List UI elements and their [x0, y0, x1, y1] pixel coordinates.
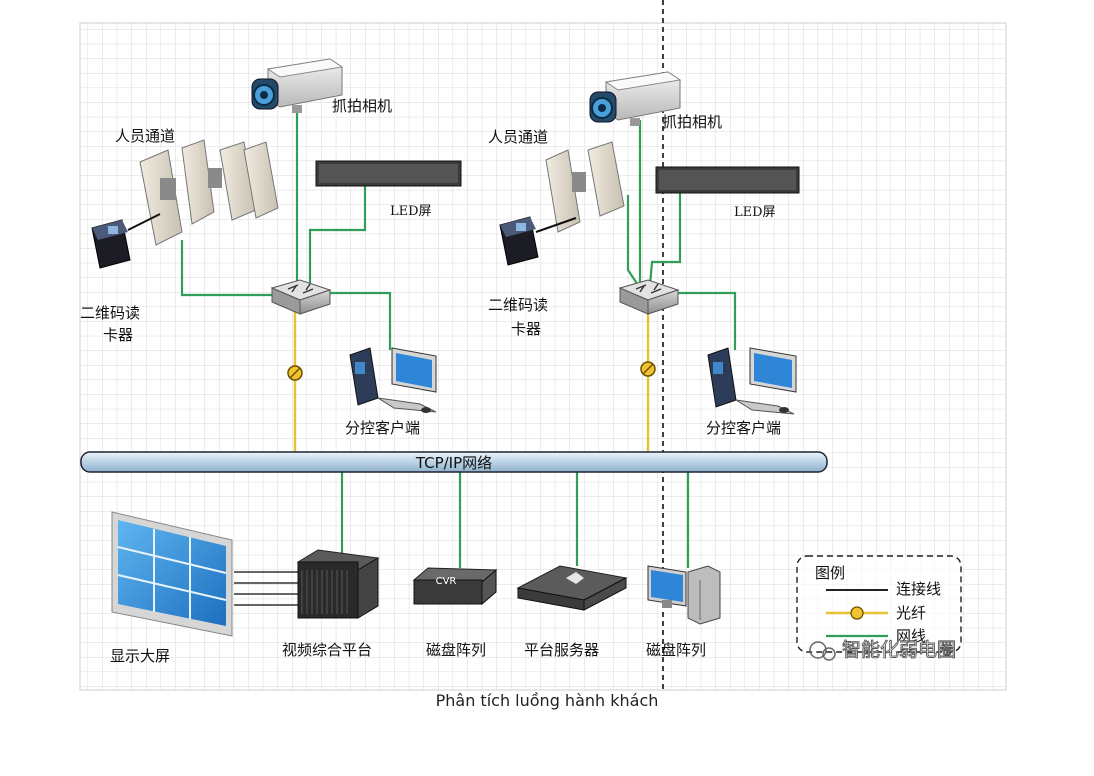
wechat-icon	[809, 641, 827, 659]
led-label: LED屏	[390, 204, 432, 219]
legend-fiber-label: 光纤	[896, 604, 926, 622]
watermark: 智能化弱电圈	[809, 639, 956, 661]
camera-label: 抓拍相机	[662, 113, 722, 131]
network-bar: TCP/IP网络	[80, 451, 828, 473]
qr-reader-icon	[91, 213, 161, 269]
legend: 图例 连接线 光纤 网线	[796, 555, 962, 653]
video-platform-label: 视频综合平台	[282, 641, 372, 659]
client-pc-icon	[349, 347, 437, 413]
fiber-icon	[640, 361, 656, 377]
fiber-cables	[293, 312, 650, 454]
client-label: 分控客户端	[345, 419, 420, 437]
camera-label: 抓拍相机	[332, 97, 392, 115]
qr-reader-label-line2: 卡器	[511, 320, 541, 338]
turnstile-gate-icon	[545, 141, 625, 233]
video-platform-icon	[296, 549, 380, 619]
legend-net-label: 网线	[896, 627, 926, 645]
fiber-icon	[287, 365, 303, 381]
camera-icon	[251, 58, 344, 113]
storage-pc-icon	[647, 565, 721, 625]
gate-label: 人员通道	[488, 128, 548, 146]
qr-reader-label-line1: 二维码读	[488, 296, 548, 314]
legend-connect-label: 连接线	[896, 580, 941, 598]
qr-reader-label-line2: 卡器	[103, 326, 133, 344]
platform-server-label: 平台服务器	[524, 641, 599, 659]
cvr-device-icon: CVR	[412, 567, 498, 606]
legend-title: 图例	[815, 564, 845, 582]
watermark-text: 智能化弱电圈	[842, 639, 956, 661]
display-wall-icon	[111, 511, 233, 637]
network-cables	[180, 108, 737, 568]
network-label: TCP/IP网络	[415, 454, 492, 472]
switch-icon	[618, 279, 680, 315]
disk-array-label: 磁盘阵列	[426, 641, 486, 659]
gate-label: 人员通道	[115, 127, 175, 145]
led-screen-icon	[655, 166, 800, 194]
qr-reader-label-line1: 二维码读	[80, 304, 140, 322]
display-connections	[234, 571, 300, 606]
client-label: 分控客户端	[706, 419, 781, 437]
fiber-icon	[850, 606, 864, 620]
led-label: LED屏	[734, 205, 776, 220]
led-screen-icon	[315, 160, 462, 187]
display-wall-label: 显示大屏	[110, 647, 170, 665]
camera-icon	[589, 71, 682, 126]
disk-array-label: 磁盘阵列	[646, 641, 706, 659]
cvr-label: CVR	[436, 576, 457, 587]
qr-reader-icon	[499, 216, 577, 266]
switch-icon	[270, 279, 332, 315]
client-pc-icon	[707, 347, 797, 415]
turnstile-gate-icon	[139, 139, 279, 246]
platform-server-icon	[516, 565, 628, 611]
diagram-caption: Phân tích luồng hành khách	[435, 691, 659, 710]
